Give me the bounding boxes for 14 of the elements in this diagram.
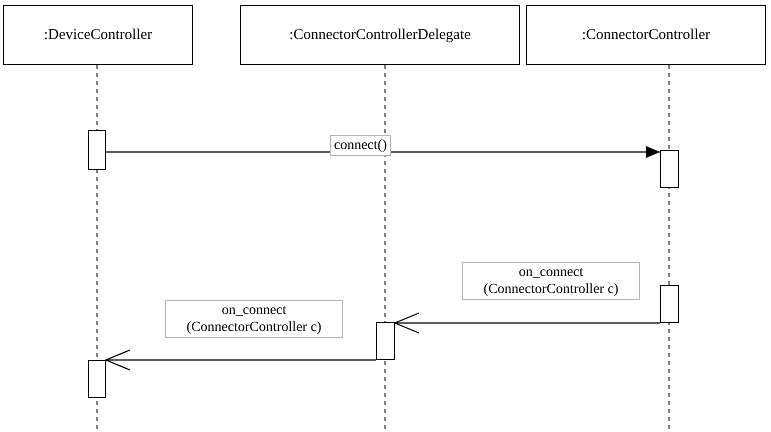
lifeline-header-box: :ConnectorControllerDelegate <box>240 5 520 65</box>
edge-label: on_connect (ConnectorController c) <box>165 300 343 338</box>
activation-bar <box>88 130 106 170</box>
edge-label: connect() <box>330 135 391 156</box>
activation-bar <box>660 285 679 323</box>
activation-bar <box>660 150 679 188</box>
message-arrow <box>394 312 660 334</box>
edge-label: on_connect (ConnectorController c) <box>462 262 640 300</box>
message-arrow <box>106 146 660 158</box>
lifeline-header-box: :ConnectorController <box>526 5 766 65</box>
message-arrow <box>105 349 376 371</box>
lifeline-header-box: :DeviceController <box>3 5 193 65</box>
activation-bar <box>376 322 395 360</box>
activation-bar <box>88 360 106 398</box>
